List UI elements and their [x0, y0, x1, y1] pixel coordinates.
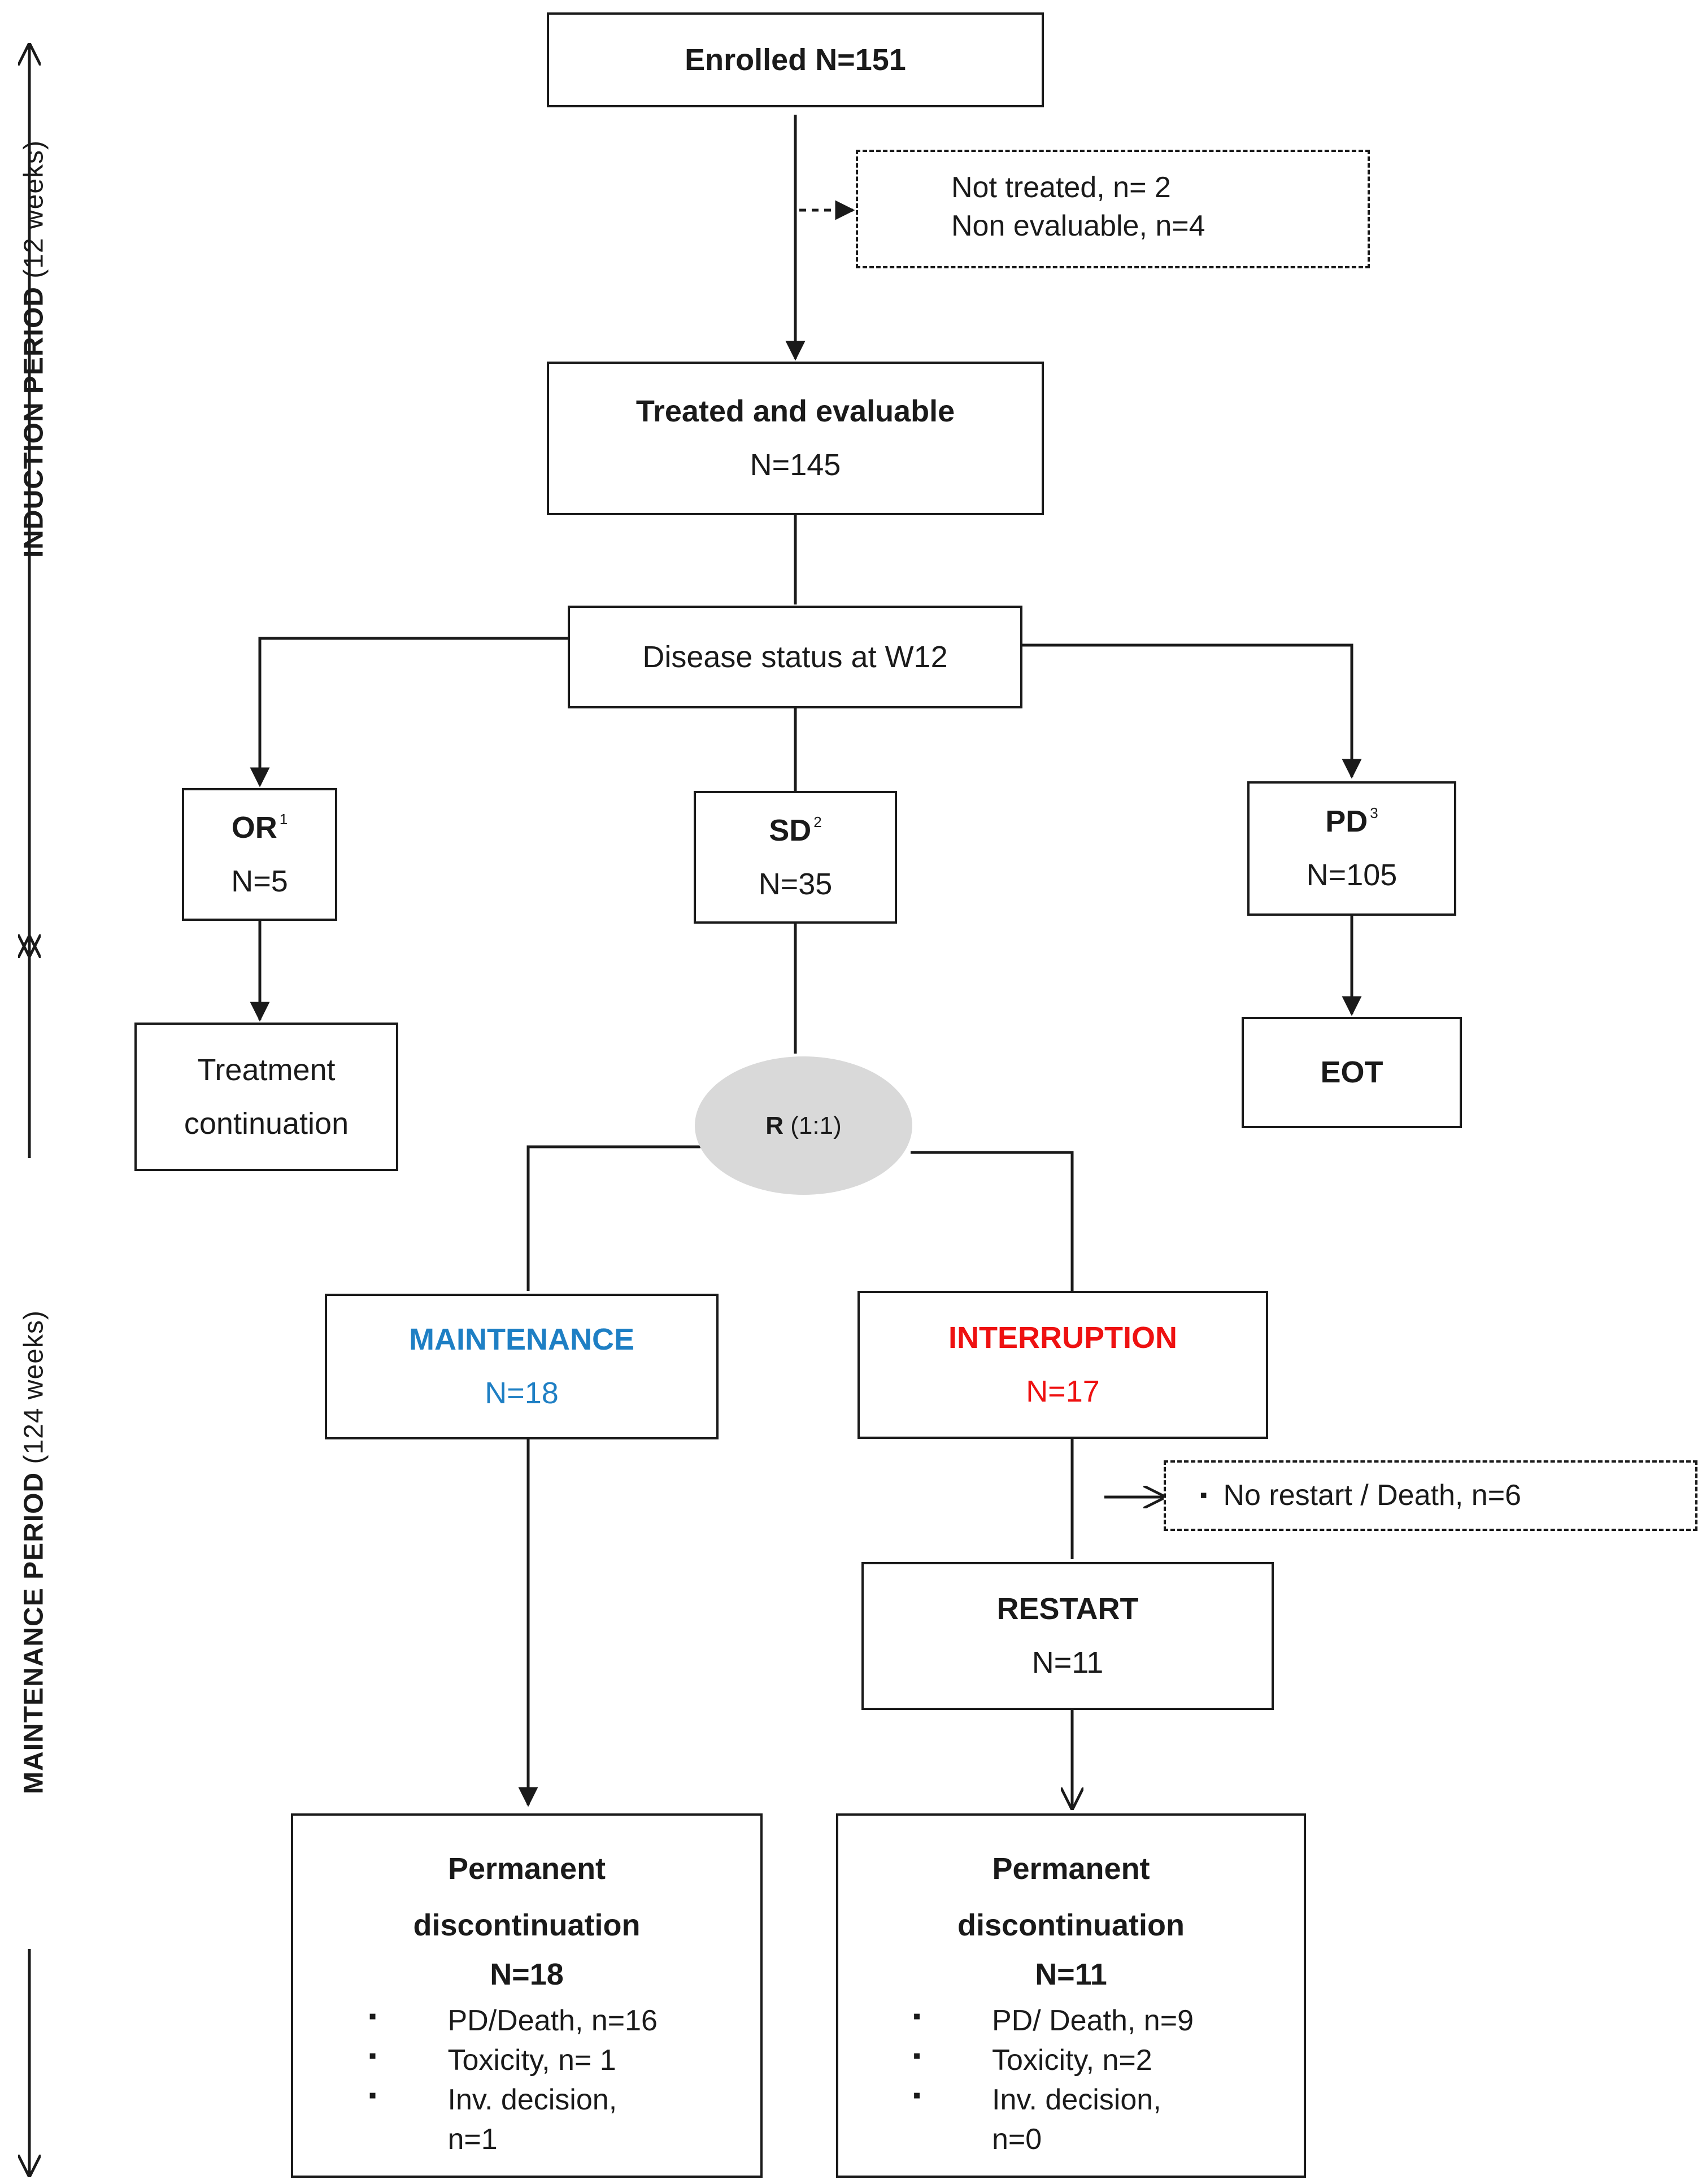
sd-count: N=35 [758, 867, 833, 901]
discontinuation-left-reason: Toxicity, n= 1 [369, 2041, 685, 2080]
interruption-arm-count: N=17 [1026, 1374, 1100, 1408]
continuation-line2: continuation [184, 1106, 349, 1141]
restart-count: N=11 [1031, 1646, 1104, 1680]
status-to-pd-arrow [1021, 643, 1362, 779]
pd-title-text: PD [1325, 804, 1368, 839]
continuation-line1: Treatment [197, 1053, 336, 1087]
enrolled-box: Enrolled N=151 [547, 12, 1044, 107]
treated-box: Treated and evaluable N=145 [547, 362, 1044, 515]
discontinuation-left-reasons: PD/Death, n=16 Toxicity, n= 1 Inv. decis… [369, 2001, 685, 2160]
sd-title-text: SD [769, 813, 812, 847]
discontinuation-left-reason-cont: n=1 [447, 2123, 498, 2156]
randomization-node: R (1:1) [695, 1056, 912, 1195]
restart-box: RESTART N=11 [861, 1562, 1274, 1710]
maintenance-period-label: MAINTENANCE PERIOD (124 weeks) [19, 1259, 50, 1846]
maintenance-period-title: MAINTENANCE PERIOD [19, 1472, 49, 1794]
no-restart-box: ▪ No restart / Death, n=6 [1164, 1460, 1697, 1531]
sd-footnote: 2 [813, 813, 822, 830]
excluded-box: Not treated, n= 2 Non evaluable, n=4 [856, 150, 1370, 268]
discontinuation-right-reason: Toxicity, n=2 [913, 2041, 1229, 2080]
randomization-ratio: (1:1) [783, 1111, 842, 1139]
discontinuation-right-box: Permanent discontinuation N=11 PD/ Death… [836, 1813, 1306, 2178]
status-to-or-arrow [250, 637, 568, 788]
or-footnote: 1 [279, 810, 288, 828]
discontinuation-right-reason-cont: n=0 [992, 2123, 1042, 2156]
or-title-text: OR [231, 810, 277, 845]
discontinuation-right-count: N=11 [1035, 1957, 1107, 1991]
discontinuation-left-count: N=18 [490, 1957, 564, 1991]
discontinuation-left-line1: Permanent [447, 1852, 606, 1886]
disease-status-box: Disease status at W12 [568, 606, 1022, 708]
no-restart-bullet-icon: ▪ [1200, 1483, 1208, 1507]
maintenance-arm-title: MAINTENANCE [409, 1322, 634, 1357]
treated-title: Treated and evaluable [635, 394, 955, 429]
maintenance-period-weeks: (124 weeks) [19, 1310, 49, 1472]
treated-count: N=145 [750, 448, 841, 482]
discontinuation-left-reason: PD/Death, n=16 [369, 2001, 685, 2041]
discontinuation-left-line2: discontinuation [413, 1908, 641, 1942]
disease-status-label: Disease status at W12 [642, 639, 948, 674]
discontinuation-right-reasons: PD/ Death, n=9 Toxicity, n=2 Inv. decisi… [913, 2001, 1229, 2160]
randomization-label: R [765, 1111, 784, 1139]
randomization-to-maintenance-line [526, 1145, 700, 1291]
maintenance-arm-box: MAINTENANCE N=18 [325, 1294, 719, 1439]
excluded-non-evaluable: Non evaluable, n=4 [951, 209, 1205, 242]
maintenance-arm-count: N=18 [485, 1376, 559, 1410]
excluded-not-treated: Not treated, n= 2 [951, 171, 1171, 204]
or-count: N=5 [231, 864, 288, 898]
eot-box: EOT [1242, 1017, 1462, 1128]
pd-count: N=105 [1306, 858, 1398, 892]
randomization-to-interruption-line [911, 1151, 1074, 1291]
no-restart-label: No restart / Death, n=6 [1223, 1478, 1521, 1512]
interruption-arm-title: INTERRUPTION [948, 1321, 1177, 1355]
discontinuation-left-reason: Inv. decision, [369, 2080, 685, 2120]
induction-period-weeks: (12 weeks) [19, 140, 49, 287]
eot-label: EOT [1320, 1055, 1383, 1090]
interruption-arm-box: INTERRUPTION N=17 [857, 1291, 1268, 1439]
induction-period-label: INDUCTION PERIOD (12 weeks) [19, 106, 50, 592]
discontinuation-right-reason: PD/ Death, n=9 [913, 2001, 1229, 2041]
pd-footnote: 3 [1370, 804, 1378, 822]
induction-period-title: INDUCTION PERIOD [19, 286, 49, 558]
enrolled-label: Enrolled N=151 [685, 42, 906, 77]
discontinuation-right-reason: Inv. decision, [913, 2080, 1229, 2120]
discontinuation-left-box: Permanent discontinuation N=18 PD/Death,… [291, 1813, 763, 2178]
treatment-continuation-box: Treatment continuation [134, 1023, 398, 1171]
restart-title: RESTART [996, 1592, 1139, 1626]
discontinuation-right-line1: Permanent [992, 1852, 1150, 1886]
discontinuation-right-line2: discontinuation [957, 1908, 1185, 1942]
